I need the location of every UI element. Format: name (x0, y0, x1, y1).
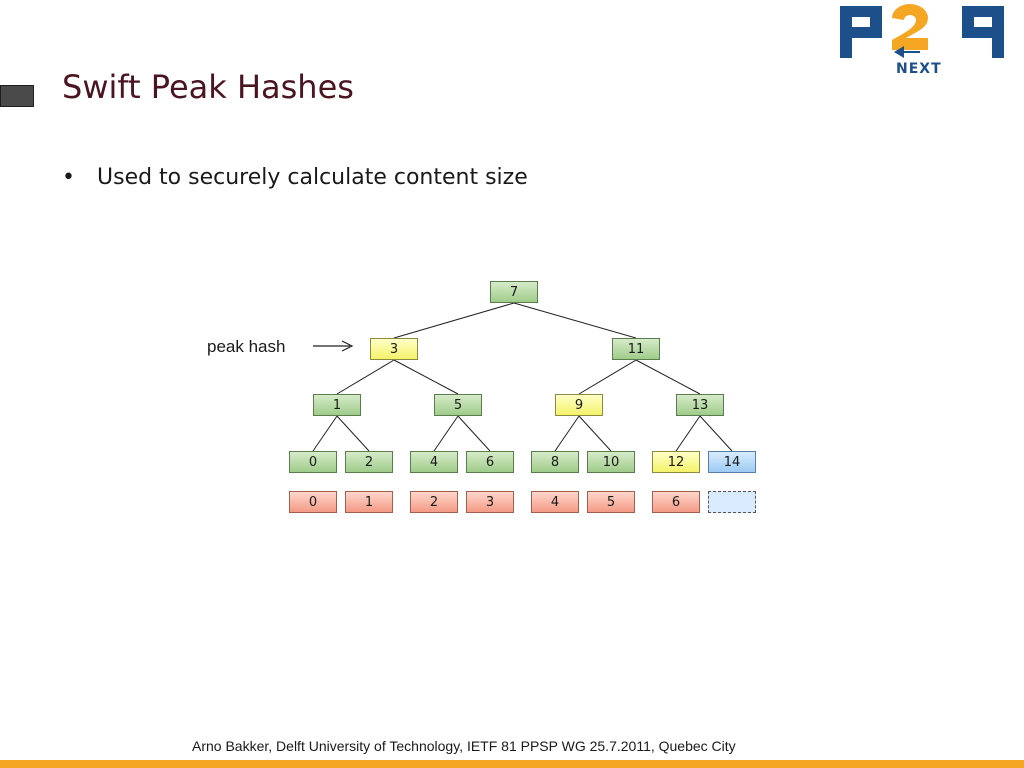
hash-node-14: 14 (708, 451, 756, 473)
edge-7-3 (393, 302, 515, 339)
footer-bar (0, 760, 1024, 768)
bullet-dot: • (62, 165, 75, 190)
bullet-list: • Used to securely calculate content size (62, 165, 528, 190)
chunk-1: 1 (345, 491, 393, 513)
bullet-item: • Used to securely calculate content size (62, 165, 528, 190)
slide-title: Swift Peak Hashes (62, 68, 354, 106)
hash-node-0: 0 (289, 451, 337, 473)
chunk-4: 4 (531, 491, 579, 513)
edge-1-2 (336, 415, 370, 452)
footer-credit: Arno Bakker, Delft University of Technol… (192, 738, 736, 754)
edge-5-6 (457, 415, 491, 452)
edge-13-12 (675, 415, 701, 452)
hash-node-12: 12 (652, 451, 700, 473)
hash-node-11: 11 (612, 338, 660, 360)
peak-hash-label: peak hash (207, 337, 286, 356)
logo-next-text: NEXT (896, 61, 942, 77)
slide-corner-marker (0, 85, 34, 107)
chunk-2: 2 (410, 491, 458, 513)
edge-9-8 (554, 415, 580, 452)
edge-9-10 (578, 415, 612, 452)
edge-11-9 (578, 359, 637, 395)
chunk-empty (708, 491, 756, 513)
hash-node-10: 10 (587, 451, 635, 473)
chunk-5: 5 (587, 491, 635, 513)
hash-node-8: 8 (531, 451, 579, 473)
edge-3-1 (336, 359, 395, 395)
edge-5-4 (433, 415, 459, 452)
hash-node-9: 9 (555, 394, 603, 416)
edge-13-14 (699, 415, 733, 452)
hash-node-4: 4 (410, 451, 458, 473)
hash-node-1: 1 (313, 394, 361, 416)
hash-node-2: 2 (345, 451, 393, 473)
edge-1-0 (312, 415, 338, 452)
hash-node-7: 7 (490, 281, 538, 303)
hash-node-6: 6 (466, 451, 514, 473)
chunk-6: 6 (652, 491, 700, 513)
hash-node-13: 13 (676, 394, 724, 416)
hash-node-3: 3 (370, 338, 418, 360)
edge-11-13 (635, 359, 701, 395)
edge-3-5 (393, 359, 459, 395)
p2p-next-logo: NEXT (836, 4, 1008, 78)
edge-7-11 (513, 302, 637, 339)
chunk-3: 3 (466, 491, 514, 513)
bullet-text: Used to securely calculate content size (97, 165, 528, 190)
p2p-logo-icon (840, 4, 1004, 58)
chunk-0: 0 (289, 491, 337, 513)
hash-node-5: 5 (434, 394, 482, 416)
